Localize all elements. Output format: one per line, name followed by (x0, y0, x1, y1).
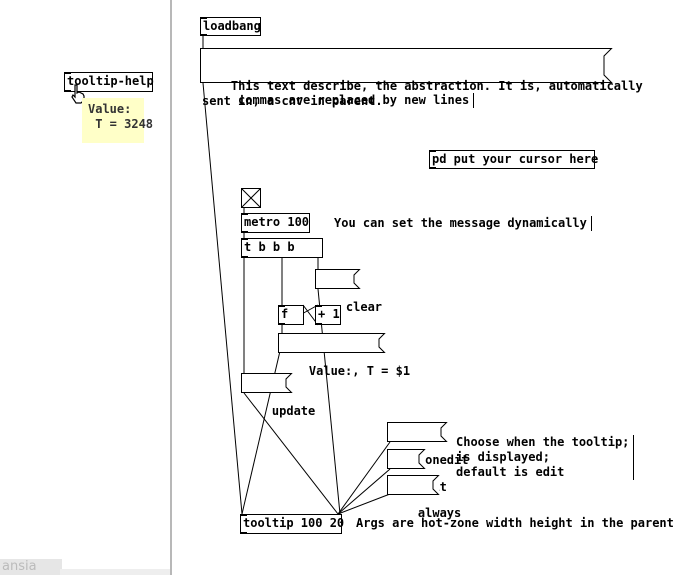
dynamic-comment: You can set the message dynamically (334, 216, 592, 231)
value-message[interactable]: Value:, T = $1 (278, 333, 410, 378)
tooltip-help-object[interactable]: tooltip-help (64, 72, 154, 92)
pd-put-subpatch[interactable]: pd put your cursor here (429, 150, 598, 169)
bang-x-icon (241, 188, 261, 208)
commas-comment: commas are replaced by new lines (238, 93, 475, 108)
window-tab-strip (60, 569, 170, 575)
window-tab[interactable]: ansia (0, 559, 62, 575)
always-text: always (417, 506, 462, 520)
nonedit-text: nonedit (417, 453, 469, 467)
update-message[interactable]: update (241, 373, 315, 418)
nonedit-message[interactable]: nonedit (387, 422, 468, 467)
trigger-object[interactable]: t b b b (241, 238, 323, 258)
description-text: This text describe, the abstraction. It … (202, 79, 643, 108)
window-divider[interactable] (170, 0, 172, 575)
edit-message[interactable]: edit (387, 449, 447, 494)
plus-object[interactable]: + 1 (315, 305, 341, 325)
bang-toggle[interactable] (241, 188, 261, 208)
float-object[interactable]: f (278, 305, 304, 325)
tooltip-popup: Value: T = 3248 (82, 98, 153, 143)
update-text: update (271, 404, 316, 418)
args-comment: Args are hot-zone width height in the pa… (356, 516, 676, 531)
clear-message[interactable]: clear (315, 269, 382, 314)
patch-cords (202, 35, 391, 515)
patch-canvas[interactable]: loadbang This text describe, the abstrac… (172, 0, 676, 575)
clear-text: clear (345, 300, 383, 314)
description-message[interactable]: This text describe, the abstraction. It … (200, 48, 643, 108)
tooltip-object[interactable]: tooltip 100 20 (240, 514, 344, 534)
metro-object[interactable]: metro 100 (241, 213, 310, 233)
parent-canvas: tooltip-help Value: T = 3248 ansia (0, 0, 170, 575)
value-text: Value:, T = $1 (308, 364, 411, 378)
loadbang-object[interactable]: loadbang (200, 17, 261, 36)
choose-comment: Choose when the tooltip; is displayed; d… (456, 435, 635, 480)
always-message[interactable]: always (387, 475, 461, 520)
